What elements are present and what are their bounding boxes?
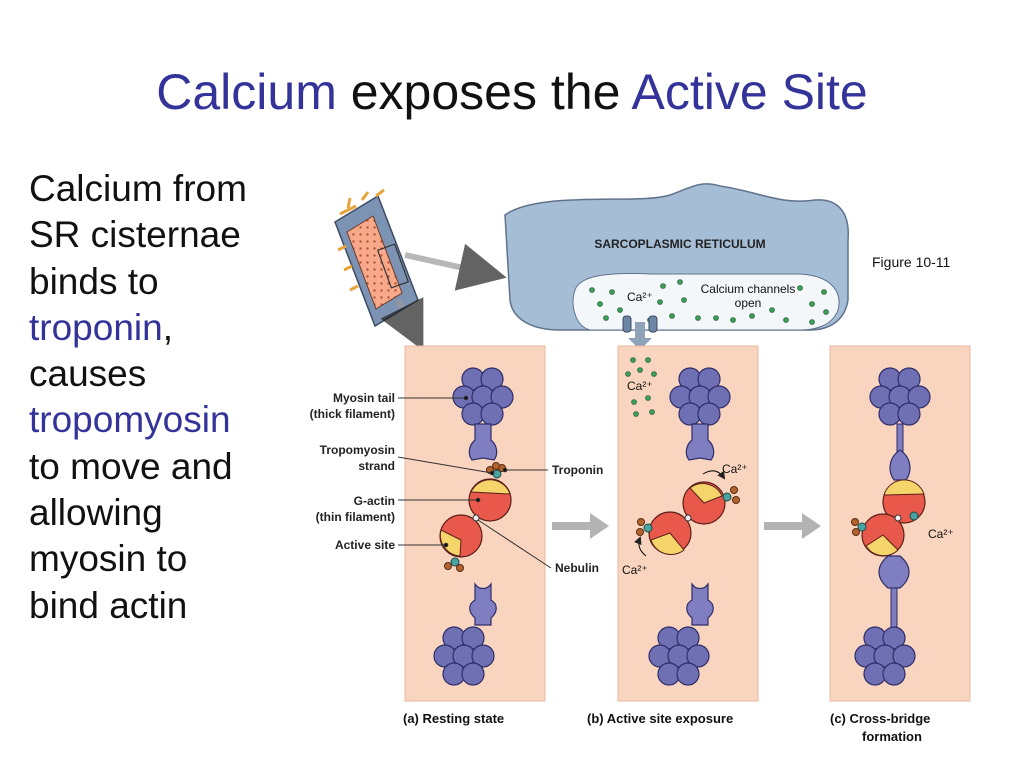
sr-title: SARCOPLASMIC RETICULUM: [594, 237, 765, 251]
muscle-fiber-illustration: [334, 188, 507, 351]
released-calcium-dots: [625, 357, 657, 417]
title-word-calcium: Calcium: [156, 64, 337, 120]
myosin-bundle-bottom: [854, 626, 916, 686]
body-comma: ,: [162, 306, 173, 348]
body-line: bind actin: [29, 584, 188, 626]
sr-channels-label-1: Calcium channels: [701, 282, 796, 296]
label-tropomyosin-sub: strand: [358, 459, 395, 473]
body-line: allowing: [29, 492, 163, 534]
caption-resting-state: (a) Resting state: [403, 711, 504, 726]
panel-a-contents: [433, 367, 514, 686]
label-myosin-tail: Myosin tail: [333, 391, 395, 405]
calcium-channel-icon: [622, 315, 632, 333]
label-g-actin-sub: (thin filament): [316, 510, 395, 524]
panel-a-labels: Myosin tail (thick filament) Tropomyosin…: [310, 391, 604, 575]
myosin-bundle-bottom: [648, 626, 710, 686]
body-line: myosin to: [29, 538, 188, 580]
title-word-active-site: Active Site: [631, 64, 868, 120]
panel-b-contents: Ca²⁺ Ca²⁺ Ca²⁺: [622, 357, 748, 686]
caption-formation: formation: [862, 729, 922, 744]
body-line: to move and: [29, 445, 233, 487]
sarcoplasmic-reticulum: SARCOPLASMIC RETICULUM Ca²⁺ Calcium chan…: [504, 183, 849, 350]
myosin-bundle-top: [669, 367, 731, 426]
body-line: SR cisternae: [29, 214, 241, 256]
label-tropomyosin: Tropomyosin: [320, 443, 395, 457]
transition-arrow-icon: [764, 513, 821, 539]
transition-arrow-icon: [552, 513, 609, 539]
body-line: causes: [29, 353, 147, 395]
label-active-site: Active site: [335, 538, 395, 552]
caption-cross-bridge: (c) Cross-bridge: [830, 711, 930, 726]
title-word-middle: exposes the: [336, 64, 632, 120]
calcium-channel-icon: [648, 315, 658, 333]
body-line: troponin,: [29, 305, 319, 351]
body-line: Calcium from: [29, 168, 247, 209]
label-g-actin: G-actin: [354, 494, 395, 508]
panel-b-ca-right: Ca²⁺: [722, 462, 748, 476]
panel-b-ca-top: Ca²⁺: [627, 379, 653, 393]
body-line: binds to: [29, 260, 159, 302]
sr-channels-label-2: open: [735, 296, 762, 310]
slide-title: Calcium exposes the Active Site: [0, 60, 1024, 124]
myosin-head: [469, 582, 497, 626]
label-nebulin: Nebulin: [555, 561, 599, 575]
myosin-bundle-top: [869, 367, 931, 426]
term-tropomyosin: tropomyosin: [29, 399, 231, 441]
term-troponin: troponin: [29, 306, 163, 348]
panel-b-ca-left: Ca²⁺: [622, 563, 648, 577]
sr-ca-label: Ca²⁺: [627, 290, 653, 304]
body-text: Calcium from SR cisternae binds to tropo…: [29, 166, 319, 629]
nebulin-icon: [472, 514, 480, 522]
myosin-bundle-top: [452, 367, 514, 426]
panel-c-ca: Ca²⁺: [928, 527, 954, 541]
label-troponin: Troponin: [552, 463, 603, 477]
sr-calcium-dots: [589, 279, 829, 325]
figure-label: Figure 10-11: [872, 254, 951, 270]
leader-lines: [397, 395, 552, 569]
caption-active-site-exposure: (b) Active site exposure: [587, 711, 733, 726]
release-arrow-icon: [628, 338, 652, 350]
myosin-head: [468, 423, 498, 461]
panel-c-contents: Ca²⁺: [851, 367, 954, 686]
myosin-bundle-bottom: [433, 626, 495, 686]
label-myosin-tail-sub: (thick filament): [310, 407, 395, 421]
